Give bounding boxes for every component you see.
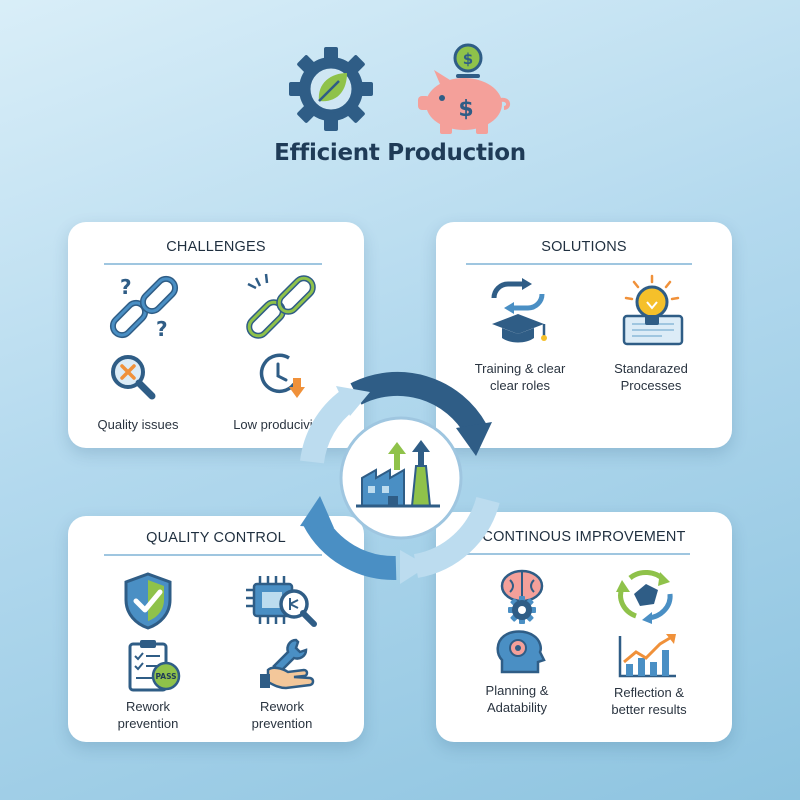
svg-text:?: ? — [120, 275, 132, 299]
solutions-card: SOLUTIONS Training & clear clear roles S… — [436, 222, 732, 448]
rework-prevention-label-2: Rework prevention — [207, 698, 357, 732]
svg-text:$: $ — [463, 50, 473, 68]
continuous-improvement-title: CONTINOUS IMPROVEMENT — [482, 529, 686, 545]
hand-wrench-icon — [260, 638, 315, 690]
cycle-arc-left-icon — [300, 390, 356, 464]
training-label: Training & clear clear roles — [445, 360, 595, 394]
pass-badge: PASS — [155, 672, 176, 681]
cycle-arc-right-icon — [413, 496, 500, 578]
rework-prevention-label-1-line2: prevention — [117, 716, 179, 731]
standardized-label: Standarazed Processes — [576, 360, 726, 394]
reflection-label-line2: better results — [611, 702, 687, 717]
production-cycle-hub — [300, 371, 500, 584]
reflection-label-line1: Reflection & — [613, 685, 685, 700]
factory-growth-icon — [356, 440, 440, 508]
continuous-improvement-card: CONTINOUS IMPROVEMENT — [436, 512, 732, 742]
gear-leaf-icon — [289, 47, 373, 131]
dollar-coin-icon: $ — [458, 97, 473, 122]
rework-prevention-label-2-line2: prevention — [251, 716, 313, 731]
quality-control-title: QUALITY CONTROL — [146, 530, 286, 546]
training-label-line1: Training & clear — [474, 361, 566, 376]
broken-chain-icon — [246, 273, 316, 339]
page-title: Efficient Production — [274, 140, 526, 166]
rework-prevention-label-2-line1: Rework — [259, 699, 305, 714]
broken-chain-question-icon: ? ? — [109, 275, 179, 341]
improvement-cycle-icon — [616, 570, 673, 624]
magnifier-error-icon — [111, 355, 156, 400]
planning-label-line2: Adatability — [487, 700, 547, 715]
brain-gear-icon — [496, 569, 546, 674]
cycle-arc-top-icon — [350, 371, 487, 437]
challenges-card: CHALLENGES ? ? Quality issues Low produc… — [68, 222, 364, 448]
chip-inspection-icon — [246, 576, 317, 627]
standardized-label-line2: Processes — [620, 378, 682, 393]
clock-down-arrow-icon — [259, 353, 305, 398]
lightbulb-document-icon — [622, 274, 684, 346]
piggy-bank-icon: $ $ — [418, 43, 511, 134]
quality-control-divider — [104, 554, 322, 556]
planning-label: Planning & Adatability — [442, 682, 592, 716]
rework-prevention-label-1: Rework prevention — [73, 698, 223, 732]
planning-label-line1: Planning & — [485, 683, 549, 698]
growth-chart-icon — [618, 634, 676, 678]
svg-text:?: ? — [156, 317, 168, 341]
rework-prevention-label-1-line1: Rework — [125, 699, 171, 714]
quality-issues-label: Quality issues — [97, 417, 179, 432]
shield-check-icon — [124, 572, 172, 630]
checklist-pass-icon: PASS — [128, 640, 181, 692]
continuous-improvement-divider — [466, 553, 690, 555]
low-productivity-label: Low producivity — [233, 417, 323, 432]
solutions-title: SOLUTIONS — [541, 239, 627, 255]
graduation-cycle-icon — [491, 278, 547, 343]
reflection-label: Reflection & better results — [574, 684, 724, 718]
training-label-line2: clear roles — [490, 378, 550, 393]
challenges-title: CHALLENGES — [166, 239, 266, 255]
quality-control-card: QUALITY CONTROL PASS Rework prevention — [68, 516, 364, 742]
cycle-arc-bottom-icon — [303, 514, 397, 581]
solutions-divider — [466, 263, 692, 265]
challenges-divider — [104, 263, 322, 265]
standardized-label-line1: Standarazed — [614, 361, 688, 376]
